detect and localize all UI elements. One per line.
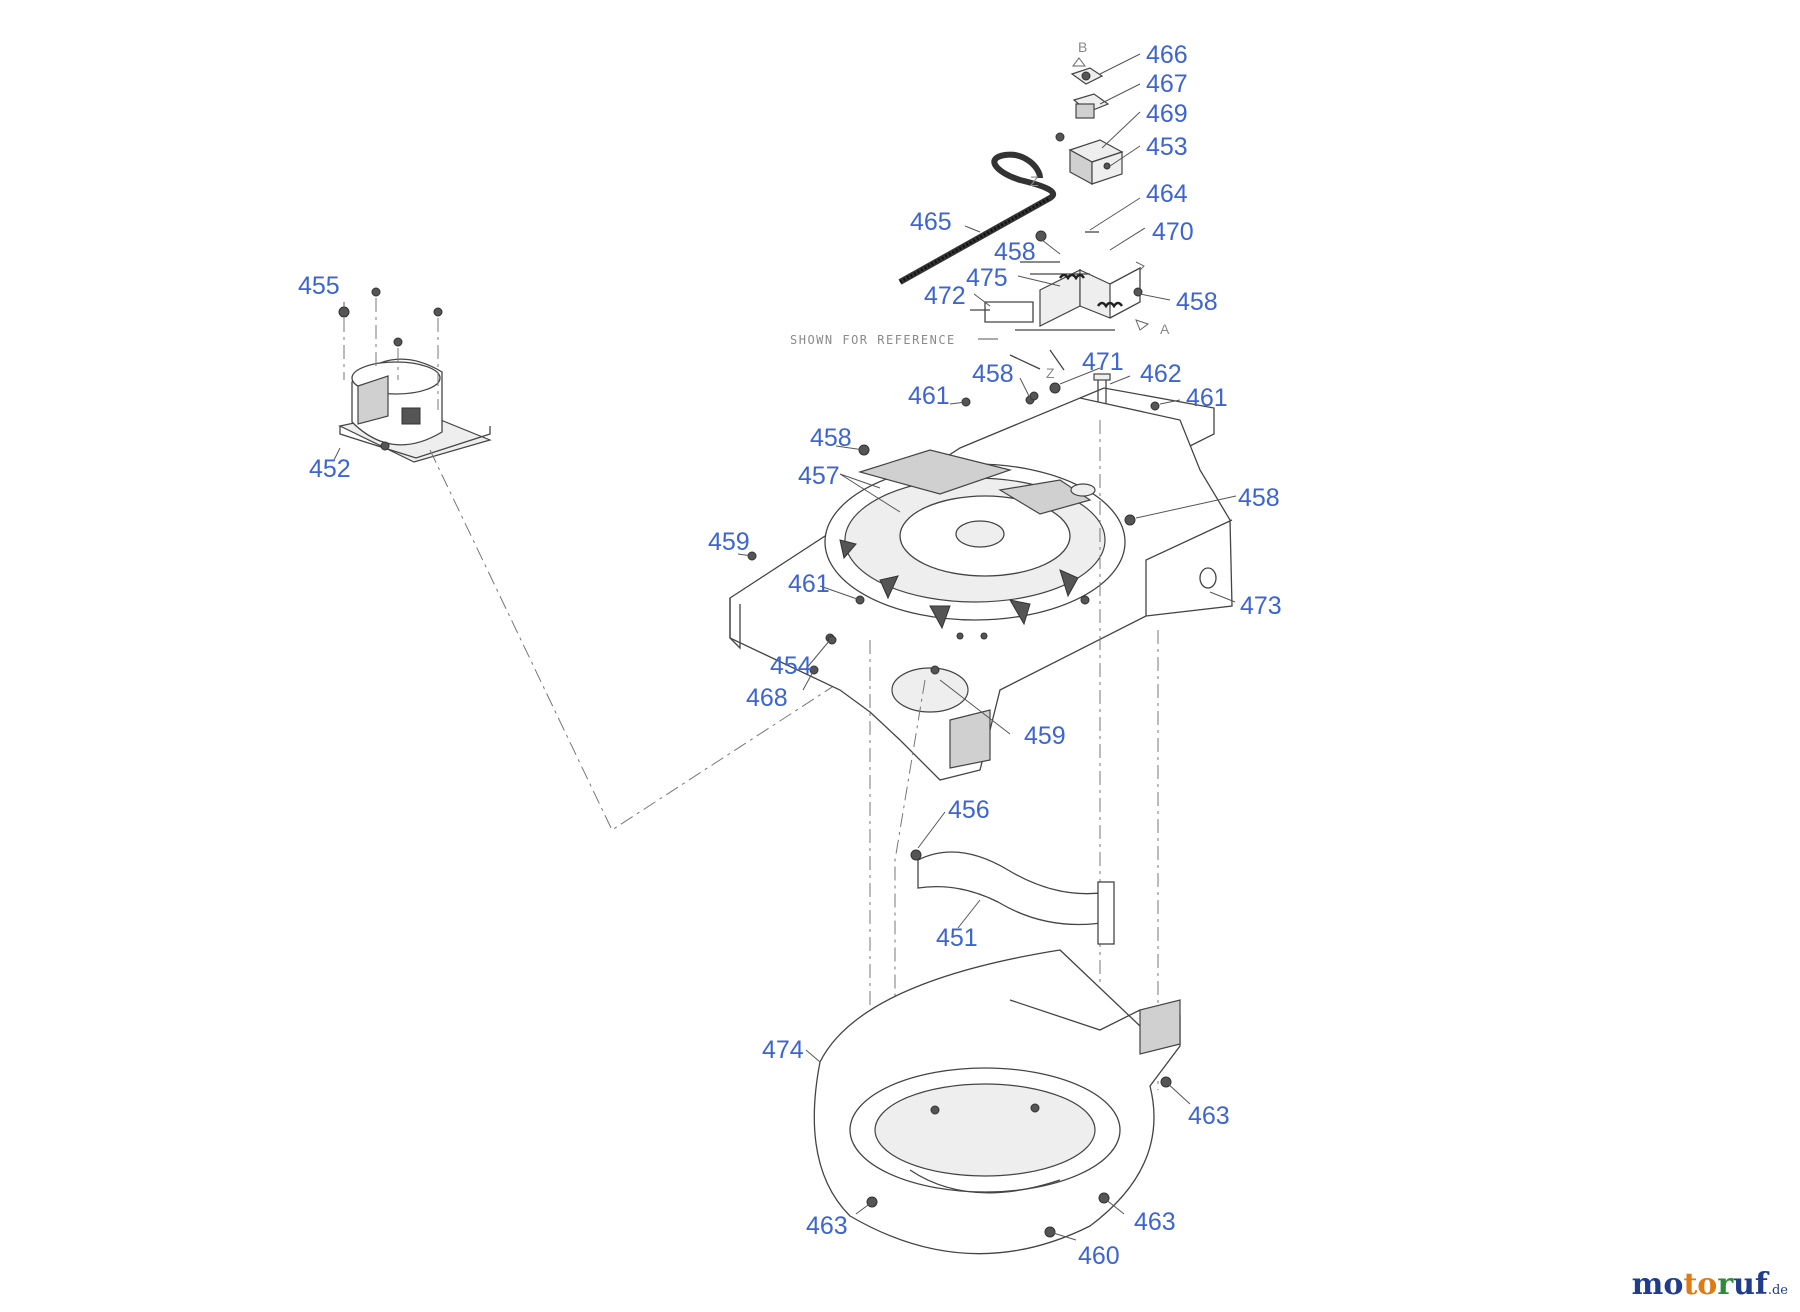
part-label-458-c: 458 (972, 360, 1014, 388)
part-label-451: 451 (936, 924, 978, 952)
reference-note: SHOWN FOR REFERENCE (790, 333, 956, 347)
part-label-452: 452 (309, 455, 351, 483)
part-label-466: 466 (1146, 41, 1188, 69)
height-lever (910, 849, 1115, 945)
part-label-461-a: 461 (908, 382, 950, 410)
part-label-469: 469 (1146, 100, 1188, 128)
part-label-461-c: 461 (788, 570, 830, 598)
part-label-473: 473 (1240, 592, 1282, 620)
part-label-472: 472 (924, 282, 966, 310)
part-label-474: 474 (762, 1036, 804, 1064)
part-label-456: 456 (948, 796, 990, 824)
cable: Z (898, 151, 1057, 285)
part-label-468: 468 (746, 684, 788, 712)
view-letter-z-bottom: Z (1046, 365, 1055, 381)
part-label-467: 467 (1146, 70, 1188, 98)
part-label-462: 462 (1140, 360, 1182, 388)
part-label-458-a: 458 (994, 238, 1036, 266)
view-letter-b: B (1078, 39, 1087, 55)
part-label-453: 453 (1146, 133, 1188, 161)
part-labels: 466 467 469 453 464 465 470 458 475 472 … (298, 41, 1282, 1270)
leader-lines (333, 53, 1237, 1241)
part-label-463-c: 463 (1134, 1208, 1176, 1236)
part-label-457: 457 (798, 462, 840, 490)
part-label-460: 460 (1078, 1242, 1120, 1270)
part-label-458-b: 458 (1176, 288, 1218, 316)
view-letter-z-top: Z (1030, 173, 1039, 189)
part-label-458-e: 458 (1238, 484, 1280, 512)
part-label-475: 475 (966, 264, 1008, 292)
lever-bracket-assembly: A (970, 230, 1170, 337)
part-label-464: 464 (1146, 180, 1188, 208)
main-housing (729, 387, 1233, 781)
part-label-458-d: 458 (810, 424, 852, 452)
switch-assembly: B (1055, 39, 1124, 186)
chute-holder (338, 287, 492, 463)
part-label-465: 465 (910, 208, 952, 236)
part-label-471: 471 (1082, 348, 1124, 376)
part-label-459-a: 459 (708, 528, 750, 556)
part-label-461-b: 461 (1186, 384, 1228, 412)
lower-deck (813, 949, 1181, 1255)
part-label-470: 470 (1152, 218, 1194, 246)
brand-logo: motoruf.de (1631, 1267, 1788, 1302)
part-label-463-a: 463 (1188, 1102, 1230, 1130)
part-label-459-b: 459 (1024, 722, 1066, 750)
part-label-463-b: 463 (806, 1212, 848, 1240)
part-label-455: 455 (298, 272, 340, 300)
view-letter-a: A (1160, 321, 1170, 337)
part-label-454: 454 (770, 652, 812, 680)
